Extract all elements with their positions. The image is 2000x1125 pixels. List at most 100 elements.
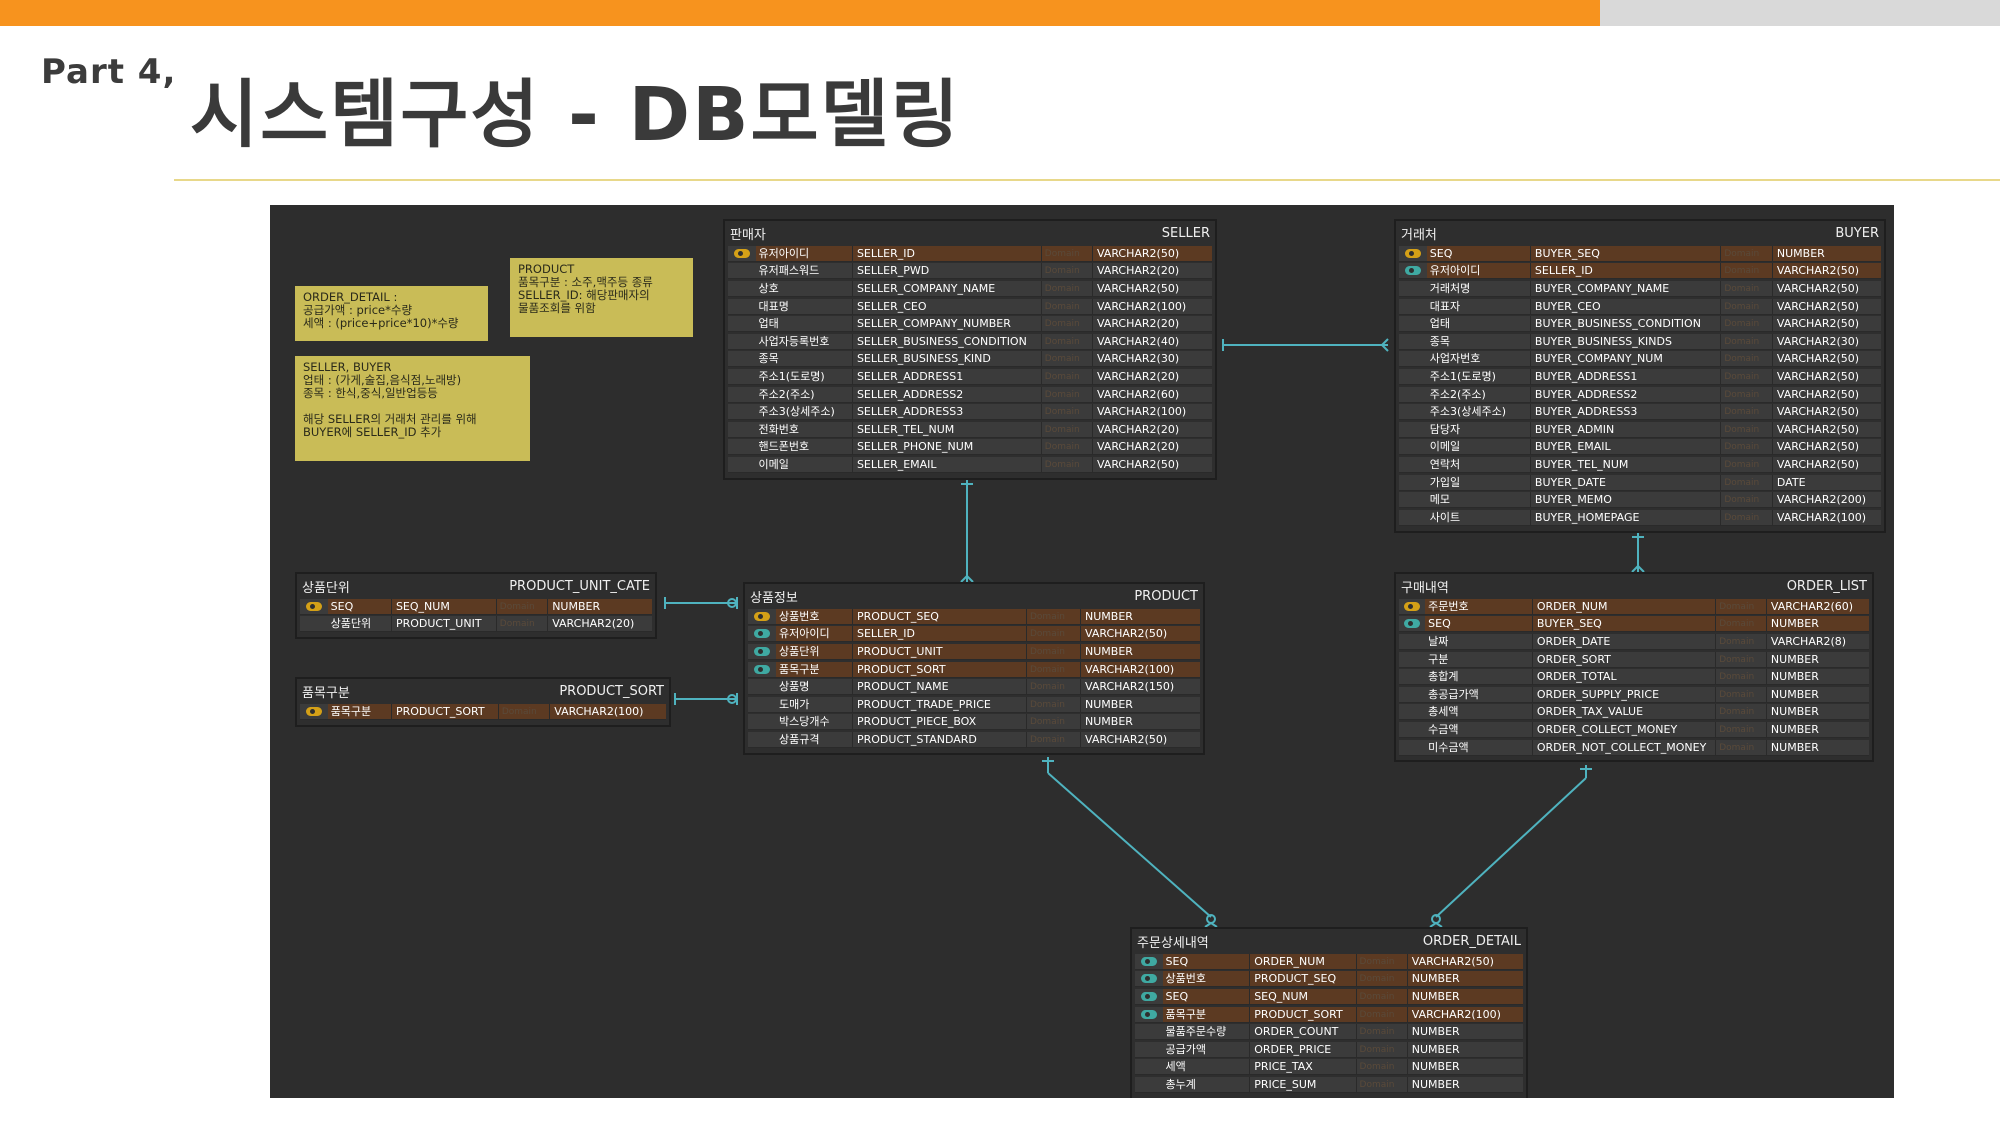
empty-icon-cell: [1399, 280, 1427, 297]
column-logical-name: 주문번호: [1425, 598, 1532, 615]
column-datatype: NUMBER: [1765, 721, 1869, 738]
column-datatype: VARCHAR2(50): [1771, 439, 1882, 456]
entity-physical-name: ORDER_LIST: [1786, 578, 1867, 594]
foreign-key-icon: [754, 629, 770, 639]
column-domain: Domain: [1355, 1059, 1407, 1076]
column-domain: Domain: [1040, 245, 1092, 262]
column-datatype: VARCHAR2(20): [1091, 421, 1212, 438]
column-domain: Domain: [1026, 643, 1080, 660]
entity-logical-name: 거래처: [1401, 227, 1437, 243]
column-domain: Domain: [1720, 474, 1772, 491]
column-physical-name: PRODUCT_SORT: [1249, 1006, 1356, 1023]
key-icon: [754, 611, 770, 621]
column-domain: Domain: [1355, 1041, 1407, 1058]
column-logical-name: 주소1(도로명): [1426, 368, 1530, 385]
column-physical-name: SELLER_COMPANY_NUMBER: [851, 316, 1041, 333]
column-domain: Domain: [1720, 368, 1772, 385]
foreign-key-icon: [748, 643, 776, 660]
column-physical-name: SELLER_ID: [851, 245, 1041, 262]
empty-icon-cell: [728, 316, 756, 333]
column-logical-name: 업태: [755, 316, 852, 333]
entity-logical-name: 판매자: [730, 227, 766, 243]
empty-icon-cell: [1399, 669, 1426, 686]
relationship-crowfoot: [1637, 565, 1645, 573]
empty-icon-cell: [748, 696, 776, 713]
column-physical-name: ORDER_COUNT: [1249, 1024, 1356, 1041]
column-physical-name: PRODUCT_SEQ: [1249, 971, 1356, 988]
foreign-key-icon: [1140, 956, 1157, 966]
column-domain: Domain: [1720, 386, 1772, 403]
column-logical-name: 상품단위: [327, 616, 391, 633]
key-icon: [305, 601, 322, 611]
column-domain: Domain: [1026, 714, 1080, 731]
empty-icon-cell: [1399, 509, 1427, 526]
part-label: Part 4,: [41, 52, 177, 92]
column-datatype: VARCHAR2(100): [1771, 509, 1882, 526]
